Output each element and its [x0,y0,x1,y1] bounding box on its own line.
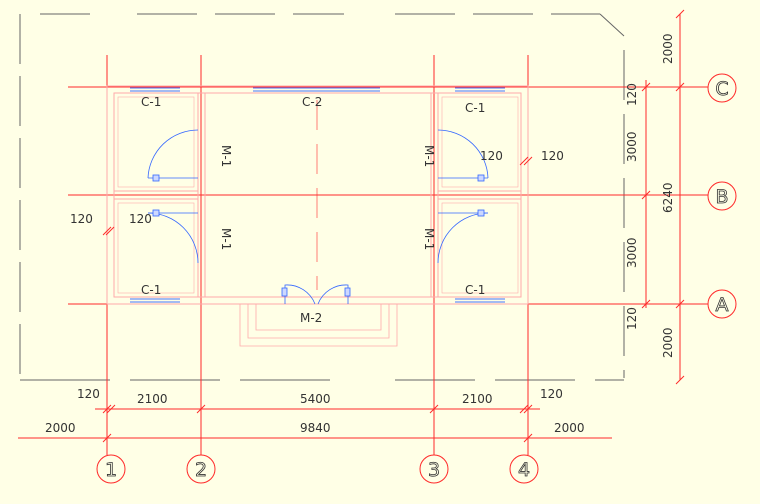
dim-bottom-left-wall: 120 [77,387,100,401]
dim-bottom-row1-labels: 120 2100 5400 2100 120 [77,387,563,406]
dim-total-height: 6240 [661,182,675,213]
axis-bubble-labels-vertical: 1 2 3 4 [105,459,531,482]
dim-span-b-a: 3000 [625,237,639,268]
dim-bottom-ext: 2000 [661,327,675,358]
walls [106,85,529,305]
door-label-m1-left-upper: M-1 [219,145,233,167]
dim-right-top-wall: 120 [625,83,639,106]
dim-total-width: 9840 [300,421,331,435]
window-label-c1-bottom-left: C-1 [141,283,161,297]
axis-label-1: 1 [105,459,117,481]
wall-thickness-outer-left: 120 [70,212,93,226]
dim-left-ext: 2000 [45,421,76,435]
door-label-m1-right-upper: M-1 [422,145,436,167]
axis-label-3: 3 [428,459,440,481]
dim-top-ext: 2000 [661,33,675,64]
door-label-m1-left-lower: M-1 [219,228,233,250]
site-boundary [19,13,681,381]
dim-right-labels: 120 3000 3000 120 2000 6240 2000 [625,33,675,358]
axis-bubbles-horizontal [707,73,737,319]
wall-thickness-inner-left: 120 [129,212,152,226]
dim-bottom-row2 [18,433,612,443]
wall-ticks [102,156,533,236]
window-label-c1-top-right: C-1 [465,101,485,115]
dim-right [641,9,685,385]
wall-thickness-inner-right: 120 [480,149,503,163]
axis-label-b: B [715,186,728,208]
room-labels: C-1 C-2 C-1 C-1 C-1 M-2 M-1 M-1 M-1 M-1 … [70,95,564,325]
windows [130,87,505,303]
dim-span-3-4: 2100 [462,392,493,406]
door-label-m1-right-lower: M-1 [422,228,436,250]
door-label-m2: M-2 [300,311,322,325]
entrance-steps [239,304,398,347]
dim-bottom-right-wall: 120 [540,387,563,401]
doors [147,129,489,305]
wall-thickness-outer-right: 120 [541,149,564,163]
dim-right-ext: 2000 [554,421,585,435]
dim-bottom-row1 [95,404,540,414]
axis-label-c: C [715,78,728,100]
window-label-c1-top-left: C-1 [141,95,161,109]
dim-span-2-3: 5400 [300,392,331,406]
window-label-c1-bottom-right: C-1 [465,283,485,297]
axis-label-2: 2 [195,459,207,481]
axis-label-4: 4 [518,459,530,481]
axis-label-a: A [716,294,729,316]
dim-span-1-2: 2100 [137,392,168,406]
dim-right-bottom-wall: 120 [625,307,639,330]
dim-bottom-row2-labels: 2000 9840 2000 [45,421,585,435]
axis-bubbles-vertical [96,454,539,484]
dim-span-c-b: 3000 [625,131,639,162]
axis-bubble-labels-horizontal: C B A [715,78,729,317]
window-label-c2: C-2 [302,95,322,109]
